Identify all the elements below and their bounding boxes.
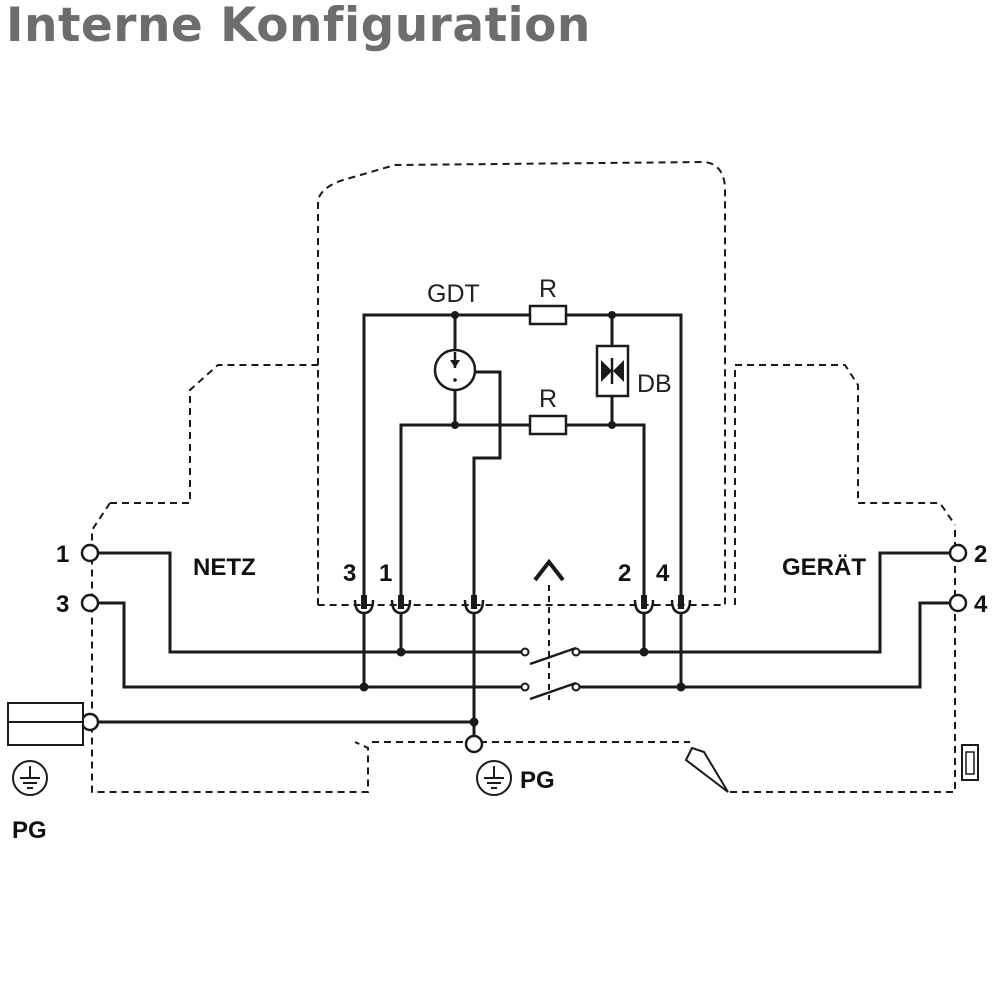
pg-left-label: PG	[12, 817, 47, 844]
switch-icon	[520, 646, 581, 701]
geraet-label: GERÄT	[782, 554, 866, 581]
terminal-left-3-label: 3	[56, 591, 69, 618]
gas-discharge-tube-icon	[433, 348, 477, 392]
terminal-left-1-label: 1	[56, 541, 69, 568]
module-2-label: 2	[618, 560, 631, 587]
terminal-center-pg	[464, 734, 484, 754]
gdt-label: GDT	[427, 280, 480, 308]
base-wiring	[98, 551, 950, 736]
diode-icon	[595, 344, 630, 398]
terminal-left-pg	[80, 712, 100, 732]
terminal-right-4	[948, 593, 968, 613]
page-title: Interne Konfiguration	[6, 0, 591, 53]
pg-center-label: PG	[520, 767, 555, 794]
terminal-left-1	[80, 543, 100, 563]
latch	[684, 746, 729, 793]
resistor-bottom-label: R	[539, 385, 557, 413]
resistor-icon	[528, 414, 568, 436]
module-4-label: 4	[656, 560, 670, 587]
terminal-right-2-label: 2	[974, 541, 987, 568]
outer-terminals	[80, 543, 968, 754]
terminal-right-2	[948, 543, 968, 563]
ground-icon	[12, 760, 48, 796]
arrow-up-icon	[533, 558, 565, 582]
terminal-left-3	[80, 593, 100, 613]
ground-icon	[476, 760, 512, 796]
right-clip	[961, 744, 979, 781]
netz-label: NETZ	[193, 554, 256, 581]
terminal-right-4-label: 4	[974, 591, 988, 618]
protection-circuit	[362, 304, 683, 598]
housing-outline	[91, 160, 956, 793]
db-label: DB	[637, 370, 672, 398]
rail-clip	[7, 702, 84, 746]
resistor-icon	[528, 304, 568, 326]
module-1-label: 1	[379, 560, 392, 587]
module-3-label: 3	[343, 560, 356, 587]
resistor-top-label: R	[539, 275, 557, 303]
